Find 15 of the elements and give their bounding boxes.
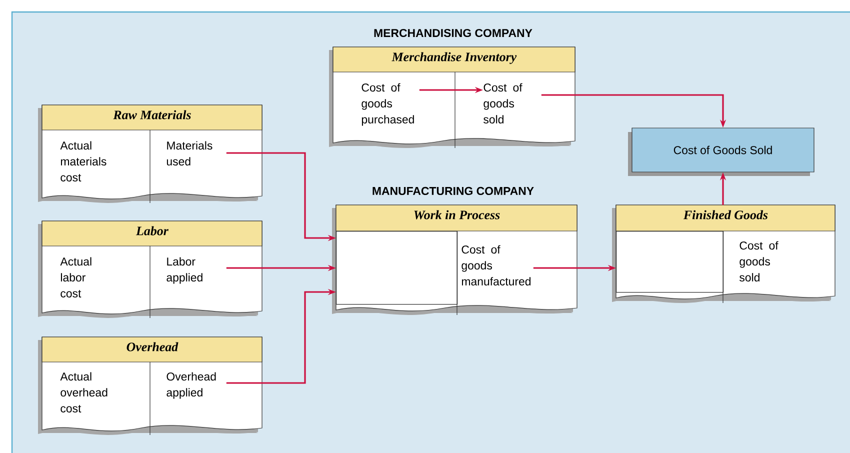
section-heading: MERCHANDISING COMPANY <box>374 28 532 38</box>
empty-cell <box>616 231 724 293</box>
account-entry: Cost of goods sold <box>484 83 522 124</box>
empty-cell <box>336 231 458 305</box>
account-entry: Labor applied <box>166 257 202 284</box>
account-entry: Actual labor cost <box>60 257 92 298</box>
account-entry: Actual materials cost <box>60 141 106 182</box>
account-entry: Materials used <box>166 141 212 166</box>
account-entry: Cost of goods manufactured <box>462 245 530 286</box>
account-entry: Cost of goods purchased <box>362 83 414 126</box>
cost-box: Cost of Goods Sold <box>628 128 814 176</box>
account-entry: Overhead applied <box>166 372 216 399</box>
account-entry: Actual overhead cost <box>60 372 108 412</box>
account-entry: Cost of goods sold <box>740 241 778 282</box>
section-heading: MANUFACTURING COMPANY <box>372 186 534 196</box>
